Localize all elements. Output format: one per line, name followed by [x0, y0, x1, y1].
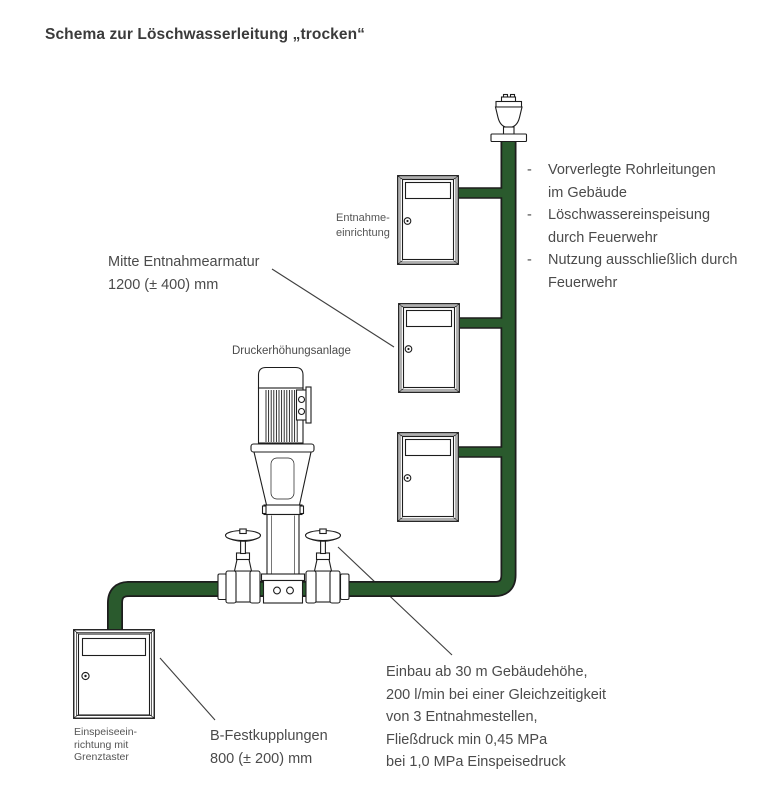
- pump-motor-fins: [265, 390, 298, 442]
- label-couplings: B-Festkupplungen 800 (± 200) mm: [210, 728, 328, 767]
- note-text: Vorverlegte Rohrleitungen im Gebäude: [548, 162, 716, 201]
- air-vent-valve: [490, 93, 528, 143]
- valve-flange: [305, 570, 317, 604]
- booster-pump: [250, 366, 315, 604]
- note-text: Nutzung ausschließlich durch Feuerwehr: [548, 252, 738, 291]
- valve-flange: [225, 570, 237, 604]
- note-text: Löschwassereinspeisung durch Feuerwehr: [548, 207, 711, 246]
- list-item: - Löschwassereinspeisung durch Feuerwehr: [527, 204, 737, 249]
- bullet-dash: -: [527, 162, 532, 178]
- label-intake-unit: Entnahme- einrichtung: [336, 212, 390, 239]
- valve-stem: [320, 539, 326, 555]
- valve-stem: [240, 539, 246, 555]
- branch-pipes: [459, 187, 506, 458]
- bullet-dash: -: [527, 207, 532, 223]
- gate-valve-right: [304, 528, 350, 604]
- label-installation-specs: Einbau ab 30 m Gebäudehöhe, 200 l/min be…: [386, 664, 607, 770]
- valve-bonnet: [313, 558, 333, 572]
- list-item: - Vorverlegte Rohrleitungen im Gebäude: [527, 159, 737, 204]
- pump-terminal-plate: [305, 386, 312, 424]
- valve-body: [314, 570, 332, 603]
- feed-cabinet: [73, 629, 155, 719]
- pump-lantern: [253, 451, 312, 506]
- pump-terminal-box: [295, 389, 308, 421]
- page-title: Schema zur Löschwasserleitung „trocken“: [45, 26, 366, 43]
- leader-intake-fitting: [271, 268, 395, 348]
- label-booster-system: Druckerhöhungsanlage: [232, 345, 351, 357]
- pump-stage-ring: [263, 504, 303, 516]
- bullet-dash: -: [527, 252, 532, 268]
- pump-column: [266, 513, 300, 576]
- pipe-flange-left: [217, 573, 228, 601]
- leader-lines: [159, 268, 453, 721]
- leader-installation-specs: [337, 546, 453, 656]
- pipe-flange-right: [339, 573, 350, 601]
- leader-couplings: [159, 657, 216, 721]
- label-intake-fitting-height: Mitte Entnahmearmatur 1200 (± 400) mm: [108, 254, 260, 293]
- valve-flange: [329, 570, 341, 604]
- notes-list: - Vorverlegte Rohrleitungen im Gebäude -…: [527, 159, 737, 294]
- pump-base: [262, 579, 304, 604]
- pump-base-lip: [260, 573, 306, 582]
- pump-motor-cap: [257, 366, 304, 389]
- intake-cabinet-2: [398, 303, 460, 393]
- intake-cabinet-3: [397, 432, 459, 522]
- pump-motor-flange: [250, 443, 315, 453]
- intake-cabinet-1: [397, 175, 459, 265]
- valve-flange: [249, 570, 261, 604]
- valve-body: [234, 570, 252, 603]
- valve-bonnet: [233, 558, 253, 572]
- gate-valve-left: [217, 528, 262, 604]
- label-feed-unit: Einspeiseein- richtung mit Grenztaster: [74, 726, 138, 764]
- list-item: - Nutzung ausschließlich durch Feuerwehr: [527, 249, 737, 294]
